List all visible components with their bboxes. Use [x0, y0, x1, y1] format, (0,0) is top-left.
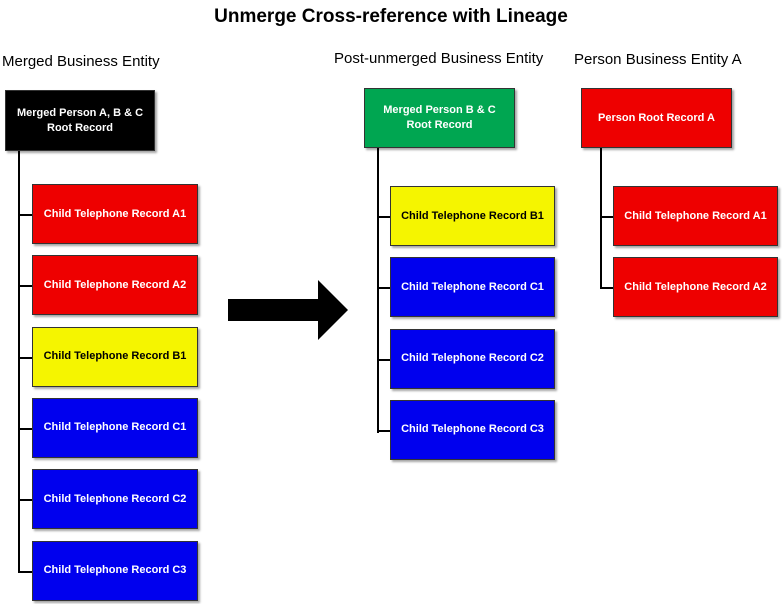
merged-child-connector — [18, 499, 32, 502]
post-unmerged-root-line2: Root Record — [406, 119, 473, 131]
post-unmerged-child-record: Child Telephone Record B1 — [390, 186, 555, 246]
post-unmerged-root-record: Merged Person B & C Root Record — [364, 88, 515, 148]
post-unmerged-root-line1: Merged Person B & C — [383, 104, 496, 117]
post-unmerged-child-record: Child Telephone Record C1 — [390, 257, 555, 318]
merged-child-record: Child Telephone Record C2 — [32, 469, 198, 530]
person-a-trunk-connector — [600, 148, 602, 288]
diagram-title: Unmerge Cross-reference with Lineage — [214, 6, 568, 27]
person-a-child-record: Child Telephone Record A2 — [613, 257, 778, 318]
merged-root-line1: Merged Person A, B & C — [16, 106, 144, 119]
person-a-child-connector — [600, 216, 613, 218]
merged-entity-label: Merged Business Entity — [2, 53, 160, 70]
merged-root-line2: Root Record — [47, 121, 113, 134]
post-unmerged-trunk-connector — [377, 148, 379, 433]
merged-child-record: Child Telephone Record C1 — [32, 397, 198, 458]
person-a-root-line1: Person Root Record A — [598, 111, 715, 124]
merged-child-record: Child Telephone Record A1 — [32, 184, 198, 244]
merged-child-record: Child Telephone Record C3 — [32, 540, 198, 601]
post-unmerged-child-record: Child Telephone Record C2 — [390, 328, 555, 389]
post-unmerged-entity-label: Post-unmerged Business Entity — [334, 50, 544, 67]
person-a-root-record: Person Root Record A — [581, 88, 732, 148]
post-unmerged-child-connector — [377, 358, 390, 361]
post-unmerged-child-record: Child Telephone Record C3 — [390, 399, 555, 460]
person-a-child-connector — [600, 287, 613, 290]
post-unmerged-child-connector — [377, 216, 390, 218]
merged-child-connector — [18, 570, 32, 573]
person-a-entity-label: Person Business Entity A — [574, 51, 742, 68]
merged-child-connector — [18, 214, 32, 216]
merged-child-record: Child Telephone Record B1 — [32, 326, 198, 387]
merged-child-connector — [18, 285, 32, 288]
merged-trunk-connector — [18, 151, 20, 573]
merged-root-record: Merged Person A, B & C Root Record — [5, 90, 155, 151]
merged-child-record: Child Telephone Record A2 — [32, 255, 198, 316]
unmerge-arrow-icon — [228, 280, 348, 340]
merged-child-connector — [18, 356, 32, 359]
person-a-child-record: Child Telephone Record A1 — [613, 186, 778, 246]
post-unmerged-child-connector — [377, 287, 390, 290]
post-unmerged-child-connector — [377, 429, 390, 432]
merged-child-connector — [18, 427, 32, 430]
